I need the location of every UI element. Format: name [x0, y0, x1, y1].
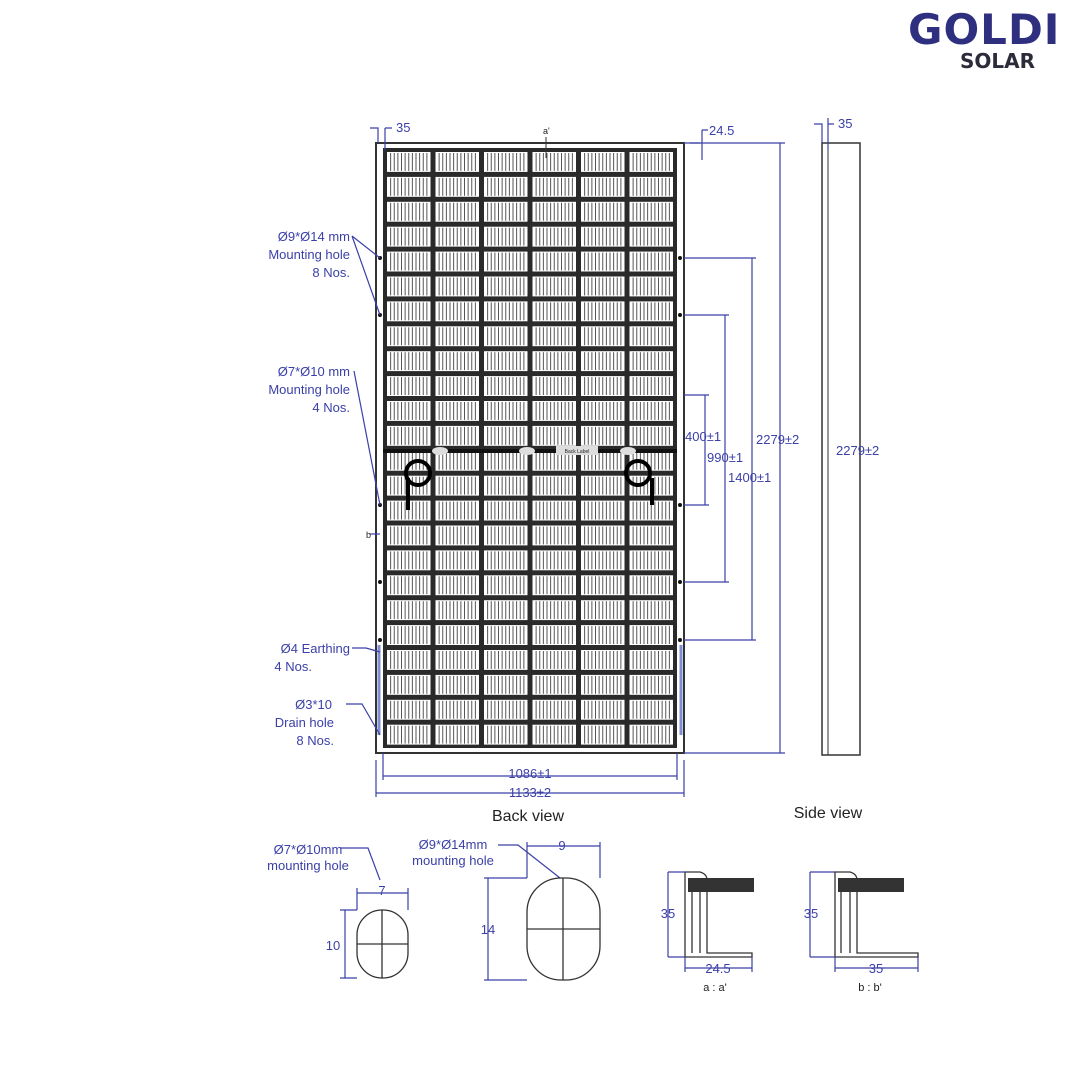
- junction-box-1: [432, 447, 448, 455]
- detail-small-hole: Ø7*Ø10mm mounting hole 7 10: [267, 842, 409, 979]
- back-view-panel: Back Label: [375, 142, 685, 754]
- small-hole-title-2: mounting hole: [267, 858, 349, 873]
- section-a-height: 35: [661, 906, 675, 921]
- section-b-label: b: [366, 530, 371, 540]
- logo-brand: GOLDI: [908, 5, 1060, 54]
- edge-offset-label: 24.5: [709, 123, 734, 138]
- section-a-detail: 35 24.5 a : a': [661, 871, 754, 994]
- back-label-plate: [556, 446, 598, 455]
- callout-mount-small-3: 4 Nos.: [312, 400, 350, 415]
- spacing-400-label: 400±1: [685, 429, 721, 444]
- callout-drain-3: 8 Nos.: [296, 733, 334, 748]
- logo-sub: SOLAR: [960, 49, 1035, 73]
- large-hole-title-1: Ø9*Ø14mm: [419, 837, 488, 852]
- callout-mount-large-1: Ø9*Ø14 mm: [278, 229, 350, 244]
- small-hole-width: 7: [378, 883, 385, 898]
- callout-mount-small-2: Mounting hole: [268, 382, 350, 397]
- detail-large-hole: Ø9*Ø14mm mounting hole 9 14: [412, 837, 601, 981]
- callout-drain-2: Drain hole: [275, 715, 334, 730]
- cell-grid: [387, 152, 673, 745]
- callout-earthing-2: 4 Nos.: [274, 659, 312, 674]
- cable-left: [404, 459, 432, 510]
- large-hole-height: 14: [481, 922, 495, 937]
- large-hole-title-2: mounting hole: [412, 853, 494, 868]
- large-hole-width: 9: [558, 838, 565, 853]
- cable-right: [624, 459, 654, 505]
- section-b-glass: [838, 878, 904, 892]
- section-b-width: 35: [869, 961, 883, 976]
- side-height-label: 2279±2: [836, 443, 879, 458]
- section-b-height: 35: [804, 906, 818, 921]
- callout-mount-small-1: Ø7*Ø10 mm: [278, 364, 350, 379]
- frame-width-label: 35: [396, 120, 410, 135]
- section-b-detail: 35 35 b : b': [804, 871, 919, 994]
- left-callouts: Ø9*Ø14 mm Mounting hole 8 Nos. Ø7*Ø10 mm…: [268, 229, 381, 748]
- top-dimensions: 35 a' 24.5 b: [366, 120, 734, 540]
- junction-box-3: [620, 447, 636, 455]
- back-view-title: Back view: [492, 808, 564, 825]
- side-view-title: Side view: [794, 805, 863, 822]
- bottom-dimensions: 1086±1 1133±2 Back view: [375, 753, 685, 825]
- height-label: 2279±2: [756, 432, 799, 447]
- side-thickness-label: 35: [838, 116, 852, 131]
- back-label-text: Back Label: [565, 449, 590, 455]
- section-a-label: a': [543, 126, 550, 136]
- side-view: 35 2279±2 Side view: [794, 116, 880, 822]
- section-a-glass: [688, 878, 754, 892]
- outer-width-label: 1133±2: [509, 785, 551, 800]
- spacing-1400-label: 1400±1: [728, 470, 771, 485]
- section-a-caption: a : a': [703, 982, 727, 994]
- callout-mount-large-2: Mounting hole: [268, 247, 350, 262]
- section-a-width: 24.5: [705, 961, 730, 976]
- section-b-caption: b : b': [858, 982, 882, 994]
- callout-earthing-1: Ø4 Earthing: [281, 641, 350, 656]
- inner-width-label: 1086±1: [508, 766, 551, 781]
- mounting-holes: [378, 256, 682, 642]
- callout-drain-1: Ø3*10: [295, 697, 332, 712]
- small-hole-height: 10: [326, 938, 340, 953]
- callout-mount-large-3: 8 Nos.: [312, 265, 350, 280]
- right-dimensions: 2279±2 1400±1 990±1 400±1: [684, 142, 799, 754]
- goldi-solar-logo: GOLDI SOLAR: [908, 5, 1060, 73]
- junction-box-2: [519, 447, 535, 455]
- spacing-990-label: 990±1: [707, 450, 743, 465]
- small-hole-title-1: Ø7*Ø10mm: [274, 842, 343, 857]
